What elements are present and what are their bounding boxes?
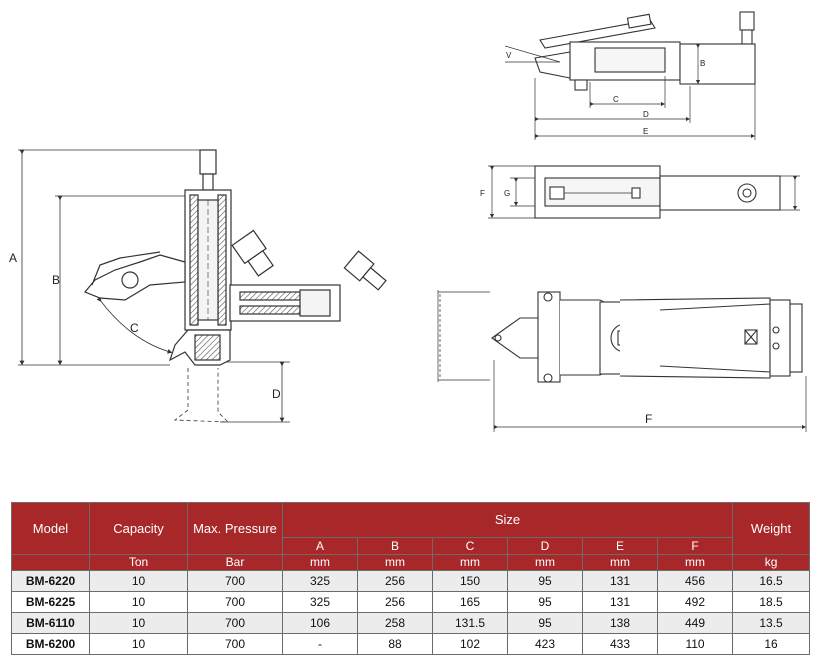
cell-weight: 18.5	[732, 591, 811, 613]
table-row: BM-6200 10 700 - 88 102 423 433 110 16	[11, 633, 811, 655]
header-model: Model	[11, 502, 90, 555]
cell-b: 258	[357, 612, 433, 634]
cell-model: BM-6220	[11, 570, 90, 592]
cell-d: 95	[507, 612, 583, 634]
cell-d: 95	[507, 570, 583, 592]
unit-size-c: mm	[432, 554, 508, 571]
cell-capacity: 10	[89, 633, 188, 655]
cell-model: BM-6110	[11, 612, 90, 634]
dimension-label-d-top: D	[643, 110, 649, 119]
cell-pressure: 700	[187, 633, 283, 655]
cell-a: 325	[282, 570, 358, 592]
unit-size-d: mm	[507, 554, 583, 571]
cell-a: 106	[282, 612, 358, 634]
dimension-label-g-mid: G	[504, 189, 510, 198]
header-size-c: C	[432, 537, 508, 555]
cell-c: 131.5	[432, 612, 508, 634]
table-row: BM-6220 10 700 325 256 150 95 131 456 16…	[11, 570, 811, 592]
cell-weight: 16.5	[732, 570, 811, 592]
unit-size-e: mm	[582, 554, 658, 571]
bottom-right-view-drawing	[437, 290, 807, 432]
header-size: Size	[281, 502, 734, 538]
cell-model: BM-6200	[11, 633, 90, 655]
dimension-label-c-top: C	[613, 95, 619, 104]
cell-f: 449	[656, 612, 734, 634]
dimension-label-a: A	[9, 251, 17, 265]
cell-b: 256	[357, 570, 433, 592]
cell-weight: 16	[732, 633, 811, 655]
dimension-label-b-top: B	[700, 59, 705, 68]
dimension-label-d: D	[272, 387, 281, 401]
cell-e: 131	[582, 570, 658, 592]
cell-c: 150	[432, 570, 508, 592]
cell-f: 110	[656, 633, 734, 655]
unit-size-b: mm	[357, 554, 433, 571]
dimension-label-e-top: E	[643, 127, 648, 136]
cell-model: BM-6225	[11, 591, 90, 613]
cell-capacity: 10	[89, 612, 188, 634]
unit-pressure: Bar	[187, 554, 283, 571]
cell-pressure: 700	[187, 591, 283, 613]
dimension-label-b: B	[52, 273, 60, 287]
cell-d: 95	[507, 591, 583, 613]
header-max-pressure: Max. Pressure	[187, 502, 283, 555]
unit-size-a: mm	[282, 554, 358, 571]
dimension-label-f-bottom: F	[645, 412, 652, 426]
unit-size-f: mm	[656, 554, 734, 571]
header-size-a: A	[282, 537, 358, 555]
cell-pressure: 700	[187, 612, 283, 634]
header-weight: Weight	[732, 502, 811, 555]
dimension-label-v: V	[506, 51, 512, 60]
cell-d: 423	[507, 633, 583, 655]
cell-f: 456	[656, 570, 734, 592]
cell-c: 102	[432, 633, 508, 655]
middle-right-view-drawing	[488, 165, 800, 219]
cell-e: 131	[582, 591, 658, 613]
cell-a: -	[282, 633, 358, 655]
cell-c: 165	[432, 591, 508, 613]
cell-e: 433	[582, 633, 658, 655]
header-size-d: D	[507, 537, 583, 555]
cell-weight: 13.5	[732, 612, 811, 634]
header-size-e: E	[582, 537, 658, 555]
cell-e: 138	[582, 612, 658, 634]
unit-capacity: Ton	[89, 554, 188, 571]
cell-pressure: 700	[187, 570, 283, 592]
top-right-view-drawing	[504, 11, 756, 140]
specification-table: Model Capacity Max. Pressure Size Weight…	[11, 502, 811, 655]
table-row: BM-6110 10 700 106 258 131.5 95 138 449 …	[11, 612, 811, 634]
cell-a: 325	[282, 591, 358, 613]
cell-f: 492	[656, 591, 734, 613]
header-size-b: B	[357, 537, 433, 555]
header-capacity: Capacity	[89, 502, 188, 555]
dimension-label-f-mid: F	[480, 189, 485, 198]
technical-drawings: A B C D V B C D E	[9, 11, 807, 432]
dimension-label-c: C	[130, 321, 139, 335]
cell-b: 256	[357, 591, 433, 613]
cell-capacity: 10	[89, 591, 188, 613]
unit-model-empty	[11, 554, 90, 571]
side-view-drawing	[18, 149, 387, 423]
cell-capacity: 10	[89, 570, 188, 592]
unit-weight: kg	[732, 554, 811, 571]
table-row: BM-6225 10 700 325 256 165 95 131 492 18…	[11, 591, 811, 613]
header-size-f: F	[656, 537, 734, 555]
cell-b: 88	[357, 633, 433, 655]
